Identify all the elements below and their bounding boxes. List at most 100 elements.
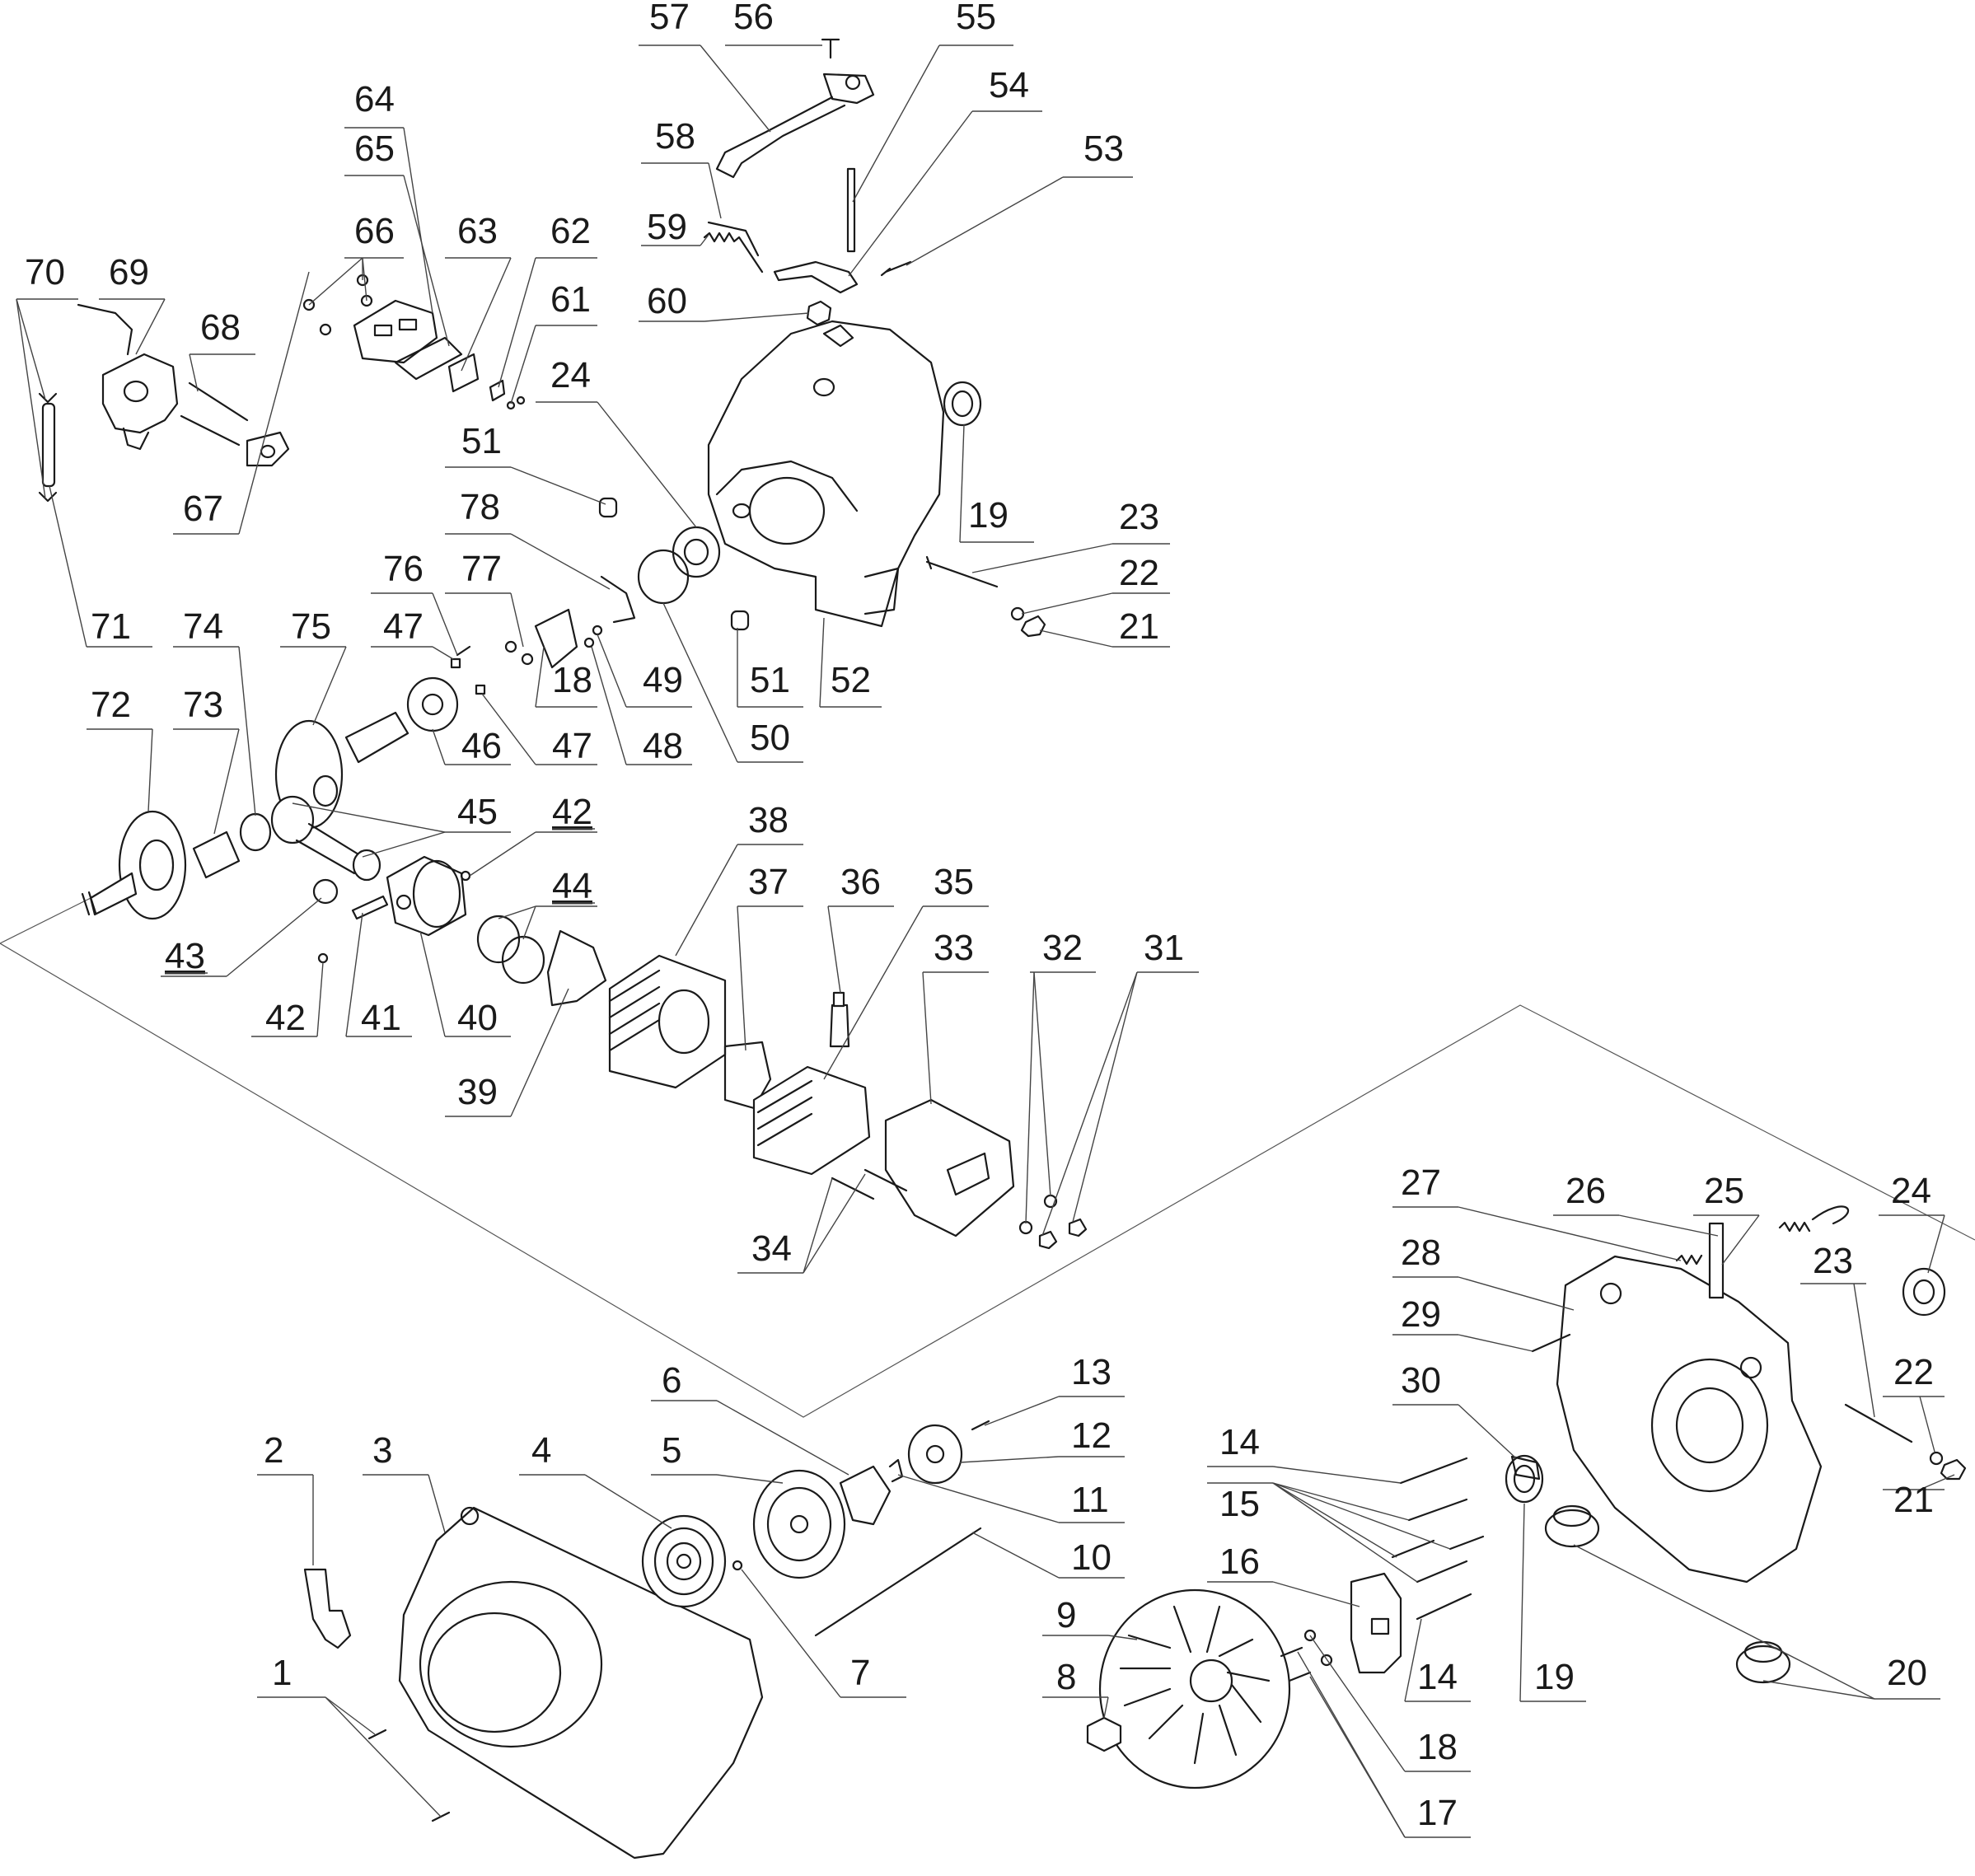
leader-line: [1272, 1466, 1402, 1484]
part-number-label: 55: [956, 0, 996, 37]
part-number-label: 12: [1071, 1415, 1112, 1456]
screw-29: [1531, 1333, 1571, 1353]
leader-line: [498, 257, 536, 388]
callout-61: 61: [510, 279, 597, 405]
leader-line: [848, 110, 973, 277]
leader-line: [147, 728, 153, 812]
callout-15: 15: [1207, 1482, 1451, 1583]
callout-32: 32: [1025, 928, 1096, 1224]
leader-line: [432, 728, 446, 765]
part-number-label: 35: [934, 862, 974, 902]
part-number-label: 76: [383, 549, 424, 589]
callout-42: 42: [251, 961, 324, 1038]
part-number-label: 22: [1119, 553, 1159, 593]
part-number-label: 41: [361, 998, 401, 1038]
callout-41: 41: [345, 912, 412, 1038]
callout-10: 10: [971, 1532, 1125, 1579]
leader-line: [403, 175, 450, 347]
part-number-label: 14: [1417, 1657, 1458, 1697]
part-number-label: 18: [1417, 1727, 1458, 1767]
callout-53: 53: [906, 129, 1133, 266]
bearing-24-lower: [1902, 1267, 1946, 1317]
part-number-label: 16: [1219, 1542, 1260, 1582]
part-number-label: 51: [750, 660, 790, 700]
leader-line: [700, 44, 771, 133]
washers-32: [1018, 1194, 1058, 1235]
screws-61: [506, 395, 526, 410]
rope-10: [814, 1527, 982, 1637]
leader-line: [741, 1569, 841, 1698]
plate-25: [1708, 1222, 1725, 1299]
callout-30: 30: [1392, 1360, 1517, 1459]
leader-line: [522, 905, 536, 940]
washer-48: [583, 637, 595, 648]
part-number-label: 23: [1119, 497, 1159, 537]
callout-37: 37: [737, 862, 803, 1051]
leader-line: [1458, 1334, 1533, 1352]
part-number-label: 29: [1401, 1294, 1441, 1335]
lever-54: [773, 260, 859, 294]
leader-line: [469, 831, 536, 877]
bush-51-lower: [730, 610, 750, 631]
leader-line: [1458, 1404, 1517, 1459]
leader-line: [325, 1696, 376, 1735]
part-number-label: 51: [461, 421, 502, 461]
leader-line: [1927, 1214, 1945, 1274]
part-number-label: 28: [1401, 1233, 1441, 1273]
part-number-label: 59: [647, 207, 687, 247]
leader-line: [1309, 1635, 1406, 1772]
part-number-label: 1: [272, 1653, 292, 1693]
part-number-label: 62: [550, 211, 591, 251]
part-number-label: 4: [531, 1430, 551, 1471]
leader-line: [16, 298, 46, 400]
callout-76: 76: [371, 549, 458, 656]
part-number-label: 43: [165, 936, 205, 976]
starter-cover-3: [398, 1506, 764, 1860]
gasket-67: [246, 431, 290, 467]
callout-39: 39: [445, 988, 569, 1117]
needle-bearing-74: [239, 812, 272, 852]
leader-line: [1272, 1581, 1360, 1607]
part-number-label: 23: [1813, 1241, 1853, 1281]
leader-line: [897, 1474, 1060, 1523]
screws-66: [302, 274, 373, 336]
part-number-label: 19: [968, 495, 1009, 536]
leader-line: [510, 592, 524, 648]
circlip-42-upper: [460, 870, 471, 882]
leader-line: [419, 930, 446, 1037]
leader-line: [1618, 1214, 1719, 1237]
callout-72: 72: [87, 685, 153, 812]
wire-58: [707, 221, 760, 257]
callout-57: 57: [639, 0, 771, 133]
leader-line: [325, 1696, 442, 1818]
pin-7: [732, 1560, 743, 1571]
nut-8: [1086, 1716, 1122, 1752]
crank-half-72: [81, 810, 187, 920]
part-number-label: 39: [457, 1072, 498, 1112]
callout-16: 16: [1207, 1542, 1360, 1607]
callout-42: 42: [469, 792, 597, 877]
part-number-label: 22: [1893, 1352, 1934, 1392]
leader-line: [213, 728, 240, 835]
part-number-label: 3: [372, 1430, 392, 1471]
part-number-label: 42: [552, 792, 592, 832]
part-number-label: 50: [750, 718, 790, 758]
part-number-label: 47: [383, 606, 424, 647]
callout-56: 56: [725, 0, 822, 46]
callout-23: 23: [971, 497, 1170, 573]
callout-55: 55: [852, 0, 1013, 203]
callout-8: 8: [1042, 1657, 1109, 1719]
leader-line: [1309, 1676, 1406, 1838]
callout-70: 70: [16, 252, 78, 499]
seal-plate-46: [406, 676, 459, 732]
bolt-23-lower: [1844, 1403, 1913, 1443]
leader-line: [1272, 1482, 1397, 1558]
part-number-label: 21: [1893, 1480, 1934, 1520]
part-number-label: 78: [460, 487, 500, 527]
connecting-rod-45: [270, 795, 381, 882]
callout-9: 9: [1042, 1595, 1138, 1640]
leader-line: [959, 1456, 1060, 1463]
nut-60: [806, 300, 832, 326]
callout-60: 60: [639, 281, 810, 322]
crankcase-half: [707, 320, 945, 628]
